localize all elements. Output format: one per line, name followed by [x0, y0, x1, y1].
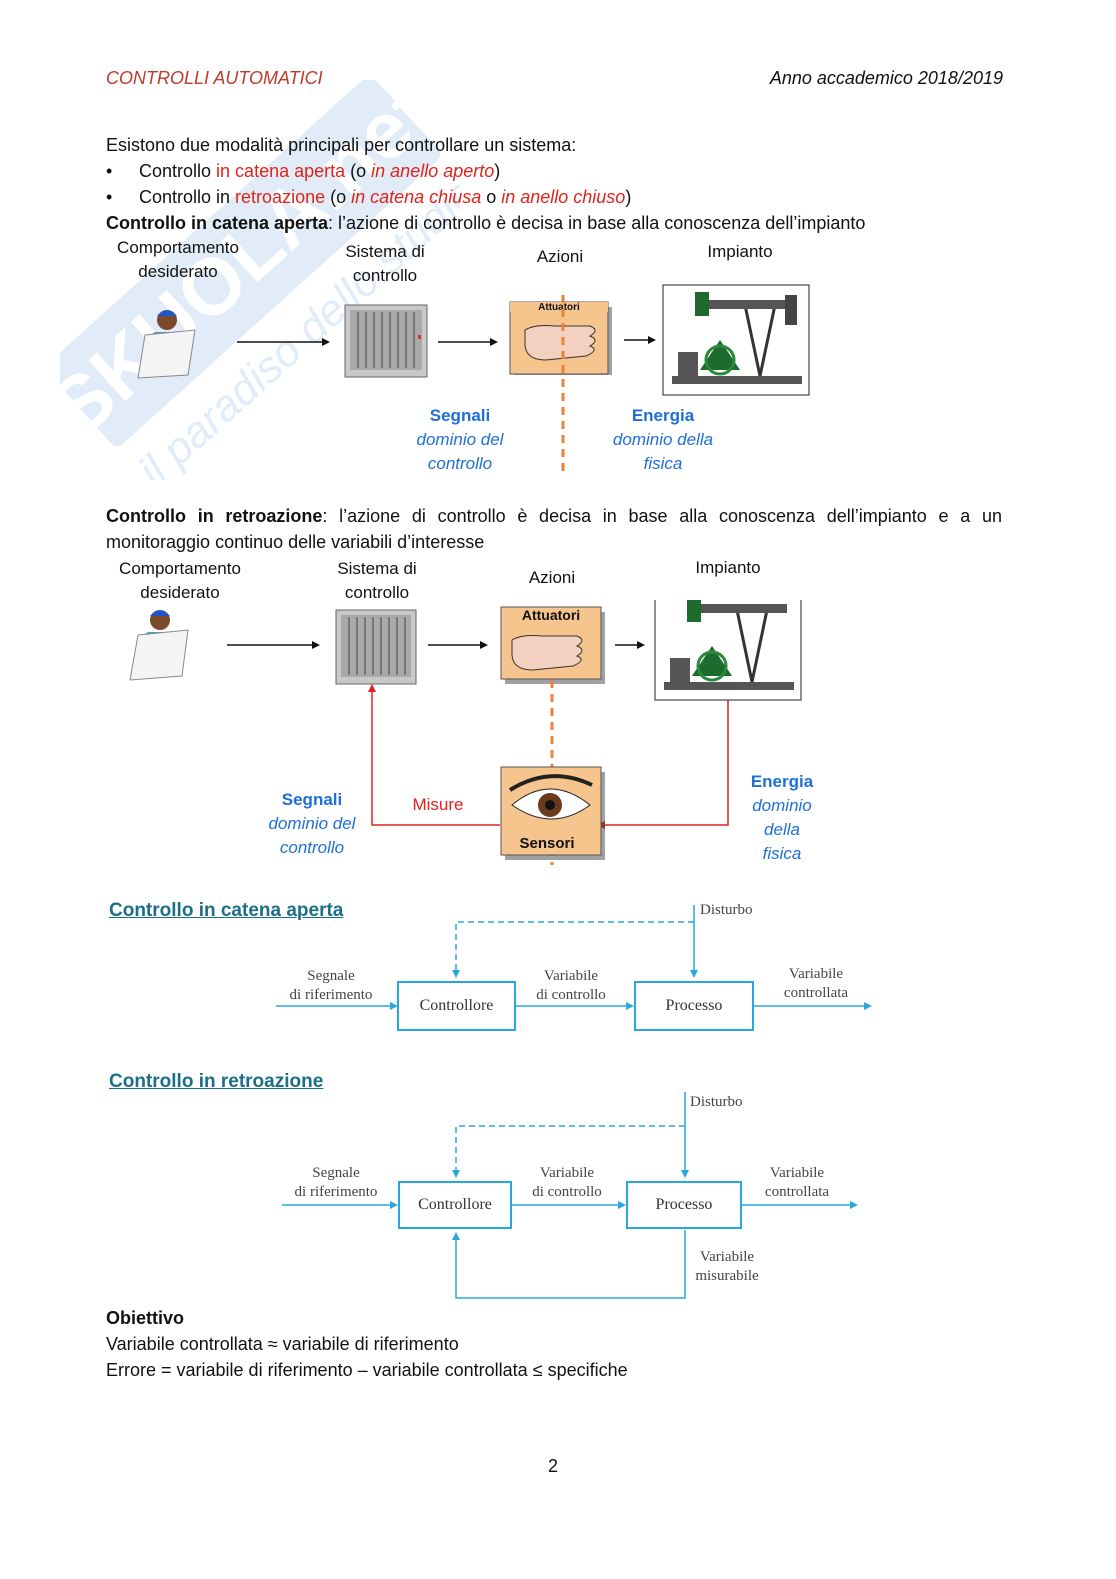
- block2-process-box: Processo: [626, 1181, 742, 1229]
- block2-controller-box: Controllore: [398, 1181, 512, 1229]
- header-year: Anno accademico 2018/2019: [769, 68, 1003, 88]
- person-icon: [137, 310, 196, 379]
- pumpjack-icon: [654, 600, 802, 701]
- control-cabinet-icon: [344, 304, 428, 378]
- block1-controller-box: Controllore: [397, 981, 516, 1031]
- person-icon: [129, 610, 189, 681]
- objective-title: Obiettivo: [106, 1308, 185, 1328]
- closed-loop-definition: Controllo in retroazione: l’azione di co…: [106, 506, 1002, 526]
- objective-line-2: Errore = variabile di riferimento – vari…: [106, 1360, 628, 1380]
- block2-title: Controllo in retroazione: [109, 1071, 324, 1092]
- fig2-sensor-label: Sensori: [519, 835, 574, 852]
- block1-title: Controllo in catena aperta: [109, 900, 344, 921]
- open-loop-definition: Controllo in catena aperta: l’azione di …: [106, 213, 866, 233]
- fig2-actions-label: Azioni: [528, 568, 576, 587]
- bullet-closed: •Controllo in retroazione (o in catena c…: [106, 187, 632, 207]
- closed-loop-definition-2: monitoraggio continuo delle variabili d’…: [106, 532, 485, 552]
- block2-disturbance-label: Disturbo: [690, 1094, 743, 1110]
- control-cabinet-icon: [335, 609, 417, 685]
- fig1-diagram: Attuatori: [137, 284, 810, 475]
- fig1-signals-caption: Segnali dominio del controllo: [416, 406, 504, 473]
- bullet-open: •Controllo in catena aperta (o in anello…: [106, 161, 501, 181]
- block1-disturbance-label: Disturbo: [700, 902, 753, 918]
- pumpjack-icon: [662, 284, 810, 396]
- fig2-energy-caption: Energia dominio della fisica: [750, 772, 814, 863]
- fig1-energy-caption: Energia dominio della fisica: [612, 406, 714, 473]
- sensor-eye-icon: [500, 766, 605, 860]
- fig2-measures-label: Misure: [412, 795, 464, 814]
- fig2-plant-label: Impianto: [695, 558, 761, 577]
- fig2-diagram: Attuatori Sensori: [129, 600, 802, 865]
- fig1-actuator-label: Attuatori: [538, 302, 580, 313]
- block1-diagram: [276, 905, 872, 1010]
- fig1-actions-label: Azioni: [536, 247, 584, 266]
- fig2-signals-caption: Segnali dominio del controllo: [268, 790, 356, 857]
- objective-line-1: Variabile controllata ≈ variabile di rif…: [106, 1334, 459, 1354]
- block2-diagram: [282, 1092, 858, 1299]
- page-number: 2: [548, 1456, 559, 1476]
- actuator-fist-icon: [500, 606, 605, 684]
- intro-line: Esistono due modalità principali per con…: [106, 135, 577, 155]
- block1-process-box: Processo: [634, 981, 754, 1031]
- header-title: CONTROLLI AUTOMATICI: [106, 68, 323, 88]
- fig1-plant-label: Impianto: [707, 242, 773, 261]
- fig2-actuator-label: Attuatori: [522, 607, 580, 623]
